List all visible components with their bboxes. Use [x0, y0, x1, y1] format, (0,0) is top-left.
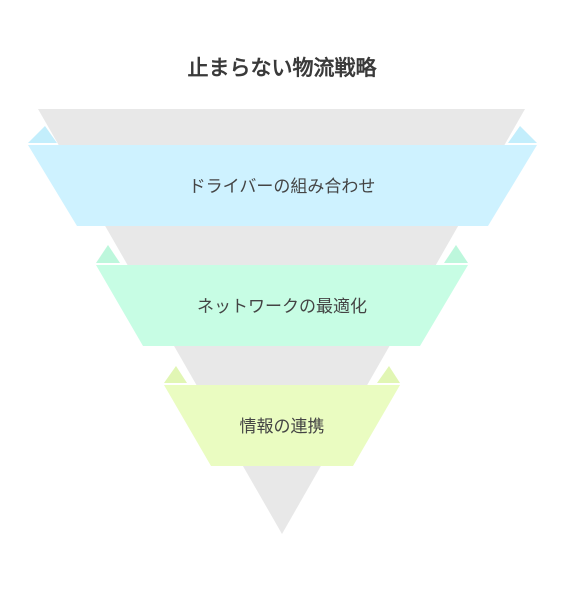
funnel-level-1: ドライバーの組み合わせ — [28, 126, 537, 226]
funnel-level-1-left-flap — [28, 126, 57, 143]
funnel-level-1-right-flap — [508, 126, 537, 143]
funnel-level-2-left-flap — [96, 245, 120, 263]
funnel-level-2-band — [96, 265, 468, 346]
funnel-level-3-band — [164, 385, 400, 466]
funnel-level-2: ネットワークの最適化 — [96, 245, 468, 346]
funnel-level-3-left-flap — [164, 366, 187, 383]
funnel-level-1-band — [28, 145, 537, 226]
funnel-level-1-label: ドライバーの組み合わせ — [189, 177, 376, 197]
funnel-level-2-label: ネットワークの最適化 — [197, 297, 367, 317]
funnel-level-3-label: 情報の連携 — [240, 417, 325, 437]
funnel-level-3-right-flap — [377, 366, 400, 383]
diagram-title: 止まらない物流戦略 — [188, 56, 378, 80]
funnel-level-3: 情報の連携 — [164, 366, 400, 466]
funnel-level-2-right-flap — [444, 245, 468, 263]
